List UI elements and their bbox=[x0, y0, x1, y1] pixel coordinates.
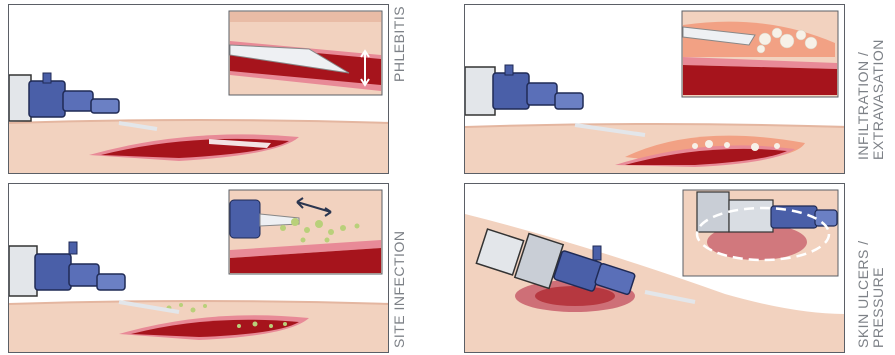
catheter-hub bbox=[465, 65, 583, 115]
site-infection-illustration bbox=[9, 184, 389, 353]
label-phlebitis: PHLEBITIS bbox=[392, 6, 407, 82]
catheter-hub bbox=[9, 73, 119, 121]
panel-infiltration bbox=[464, 4, 845, 174]
label-skin-ulcers: SKIN ULCERS / PRESSURE bbox=[856, 240, 886, 348]
inset-infiltration bbox=[682, 11, 838, 97]
panel-phlebitis bbox=[8, 4, 389, 174]
inset-phlebitis bbox=[229, 11, 382, 95]
phlebitis-illustration bbox=[9, 5, 389, 174]
panel-skin-ulcers bbox=[464, 183, 845, 353]
label-site-infection: SITE INFECTION bbox=[392, 231, 407, 348]
inset-infection bbox=[229, 190, 382, 274]
infiltration-illustration bbox=[465, 5, 845, 174]
label-infiltration: INFILTRATION / EXTRAVASATION bbox=[856, 39, 886, 160]
inset-pressure bbox=[683, 190, 838, 276]
skin-ulcers-illustration bbox=[465, 184, 845, 353]
panel-site-infection bbox=[8, 183, 389, 353]
catheter-hub bbox=[9, 242, 125, 296]
